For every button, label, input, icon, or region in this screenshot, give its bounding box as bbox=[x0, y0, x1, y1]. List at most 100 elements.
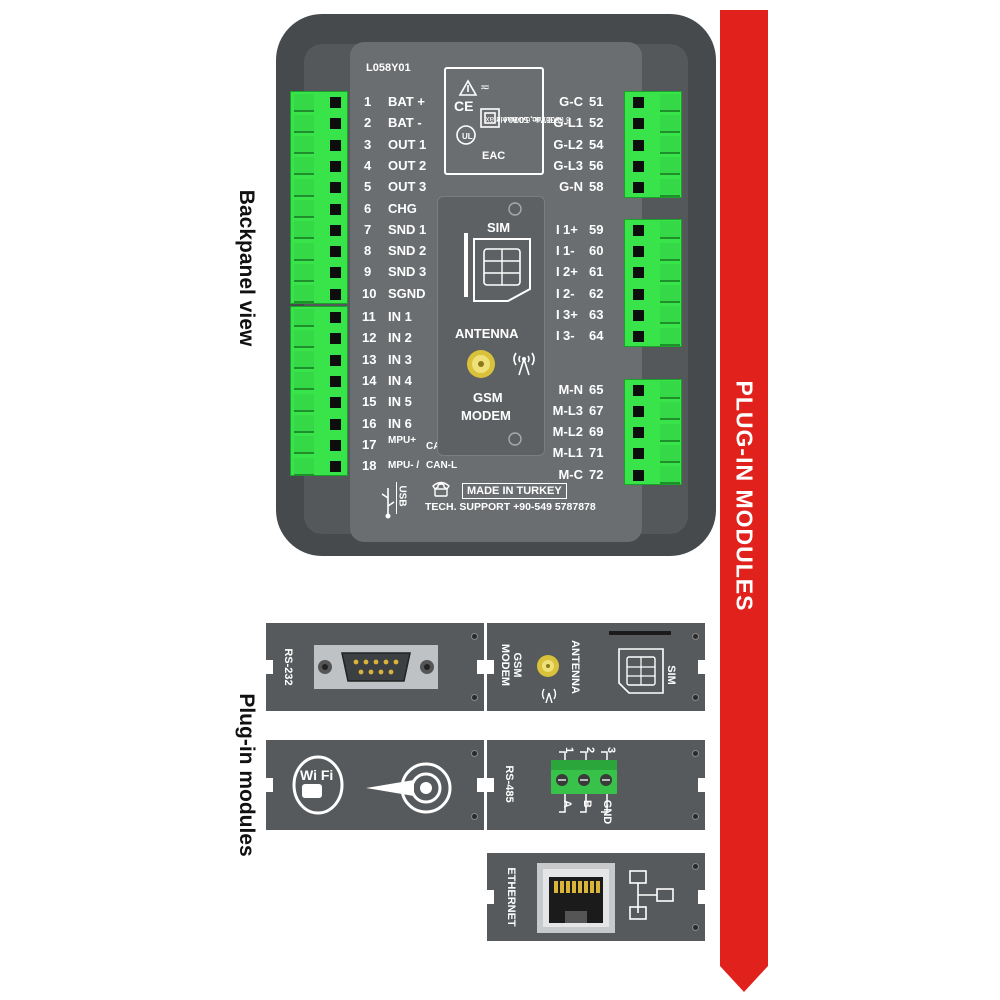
current-input-prefix: I bbox=[556, 285, 560, 301]
gsm-modem-slot bbox=[437, 196, 545, 456]
terminal-screw-slot bbox=[294, 263, 314, 282]
terminal-label: G-L3 bbox=[553, 157, 583, 173]
module-sim-label: SIM bbox=[665, 665, 677, 685]
terminal-wire-hole bbox=[330, 312, 341, 323]
terminal-block-right-middle[interactable] bbox=[624, 218, 682, 347]
terminal-screw-slot bbox=[294, 136, 314, 155]
terminal-label: 2- bbox=[563, 285, 575, 301]
terminal-block-right-top[interactable] bbox=[624, 91, 682, 198]
terminal-screw-slot bbox=[294, 285, 314, 304]
terminal-screw-slot bbox=[660, 381, 680, 400]
usb-divider bbox=[396, 482, 412, 514]
terminal-number: 18 bbox=[362, 458, 377, 474]
terminal-screw-slot bbox=[294, 157, 314, 176]
terminal-wire-hole bbox=[330, 224, 341, 236]
rs485-terminal-block-icon bbox=[551, 751, 617, 813]
current-input-prefix: I bbox=[556, 307, 560, 322]
module-sim-icon bbox=[609, 631, 671, 694]
terminal-label: SGND bbox=[388, 285, 426, 301]
terminal-label-mpu: MPU+ bbox=[388, 434, 417, 446]
wifi-text: Wi Fi bbox=[300, 767, 333, 783]
terminal-number: 3 bbox=[364, 136, 372, 152]
terminal-screw-slot bbox=[660, 306, 680, 325]
banner-title: PLUG-IN MODULES bbox=[731, 380, 758, 612]
current-input-prefix: I bbox=[556, 264, 560, 280]
terminal-screw-slot bbox=[294, 351, 314, 370]
terminal-number: 8 bbox=[364, 243, 372, 259]
terminal-wire-hole bbox=[633, 384, 644, 396]
terminal-number: 56 bbox=[589, 157, 604, 173]
rs232-module: RS-232 bbox=[265, 623, 485, 711]
terminal-wire-hole bbox=[633, 267, 644, 279]
sim-card-icon bbox=[464, 202, 531, 446]
terminal-wire-hole bbox=[330, 118, 341, 130]
terminal-label: M-L1 bbox=[552, 445, 583, 461]
tech-support-label: TECH. SUPPORT +90-549 5787878 bbox=[425, 501, 596, 513]
model-number: L058Y01 bbox=[366, 62, 411, 74]
terminal-label: CHG bbox=[388, 200, 417, 216]
terminal-screw-slot bbox=[294, 308, 314, 327]
wifi-module: Wi Fi bbox=[265, 740, 485, 830]
terminal-label: OUT 2 bbox=[388, 157, 427, 173]
current-input-prefix: I bbox=[556, 243, 560, 259]
terminal-wire-hole bbox=[633, 309, 644, 321]
terminal-number: 7 bbox=[364, 221, 372, 237]
terminal-wire-hole bbox=[330, 397, 341, 409]
terminal-number: 58 bbox=[589, 179, 604, 195]
terminal-label: SND 3 bbox=[388, 264, 427, 280]
terminal-number: 13 bbox=[362, 351, 377, 367]
terminal-label: IN 1 bbox=[388, 309, 412, 324]
terminal-number: 51 bbox=[589, 94, 604, 109]
terminal-wire-hole bbox=[330, 333, 341, 345]
antenna-label: ANTENNA bbox=[455, 326, 519, 341]
terminal-number: 65 bbox=[589, 381, 604, 397]
made-in-label: MADE IN TURKEY bbox=[462, 483, 567, 499]
terminal-screw-slot bbox=[294, 242, 314, 261]
module-gsm-label: GSM bbox=[511, 652, 523, 678]
terminal-wire-hole bbox=[330, 461, 341, 473]
modem-label: MODEM bbox=[461, 408, 511, 423]
gsm-label: GSM bbox=[473, 390, 503, 405]
terminal-number: 63 bbox=[589, 307, 604, 322]
terminal-wire-hole bbox=[633, 139, 644, 151]
terminal-screw-slot bbox=[660, 221, 680, 240]
terminal-label: IN 2 bbox=[388, 330, 412, 346]
terminal-block-left-lower[interactable] bbox=[290, 306, 348, 477]
wireless-antenna-icon bbox=[366, 762, 452, 814]
terminal-number: 61 bbox=[589, 264, 604, 280]
wifi-logo-icon: Wi Fi bbox=[292, 755, 344, 815]
terminal-wire-hole bbox=[330, 375, 341, 387]
terminal-screw-slot bbox=[294, 457, 314, 476]
terminal-label: M-N bbox=[558, 381, 583, 397]
terminal-wire-hole bbox=[330, 418, 341, 430]
terminal-screw-slot bbox=[294, 393, 314, 412]
terminal-number: 17 bbox=[362, 436, 377, 452]
terminal-number: 54 bbox=[589, 136, 604, 152]
terminal-screw-slot bbox=[660, 93, 680, 112]
terminal-wire-hole bbox=[633, 118, 644, 130]
terminal-block-left-upper[interactable] bbox=[290, 91, 348, 304]
terminal-label: G-N bbox=[559, 179, 583, 195]
terminal-label: BAT + bbox=[388, 94, 425, 109]
phone-icon bbox=[432, 481, 450, 497]
terminal-number: 5 bbox=[364, 179, 372, 195]
terminal-screw-slot bbox=[660, 285, 680, 304]
rs485-pin-label-a: A bbox=[561, 800, 573, 808]
rs485-label: RS-485 bbox=[503, 765, 515, 803]
module-antenna-label: ANTENNA bbox=[569, 640, 581, 694]
rs485-module: RS-485 1 2 3 A B GND bbox=[486, 740, 706, 830]
terminal-label: OUT 3 bbox=[388, 179, 427, 195]
terminal-number: 1 bbox=[364, 94, 372, 109]
terminal-screw-slot bbox=[294, 436, 314, 455]
terminal-screw-slot bbox=[660, 327, 680, 346]
terminal-label: M-C bbox=[558, 466, 583, 482]
terminal-wire-hole bbox=[330, 288, 341, 300]
certification-marks-icon: CE UL EAC ≂ bbox=[454, 79, 505, 162]
terminal-label-can: CAN-L bbox=[426, 460, 458, 472]
terminal-number: 72 bbox=[589, 466, 604, 482]
terminal-label: 3- bbox=[563, 328, 575, 344]
terminal-label: G-C bbox=[559, 94, 583, 109]
terminal-screw-slot bbox=[294, 114, 314, 133]
terminal-block-right-bottom[interactable] bbox=[624, 378, 682, 486]
